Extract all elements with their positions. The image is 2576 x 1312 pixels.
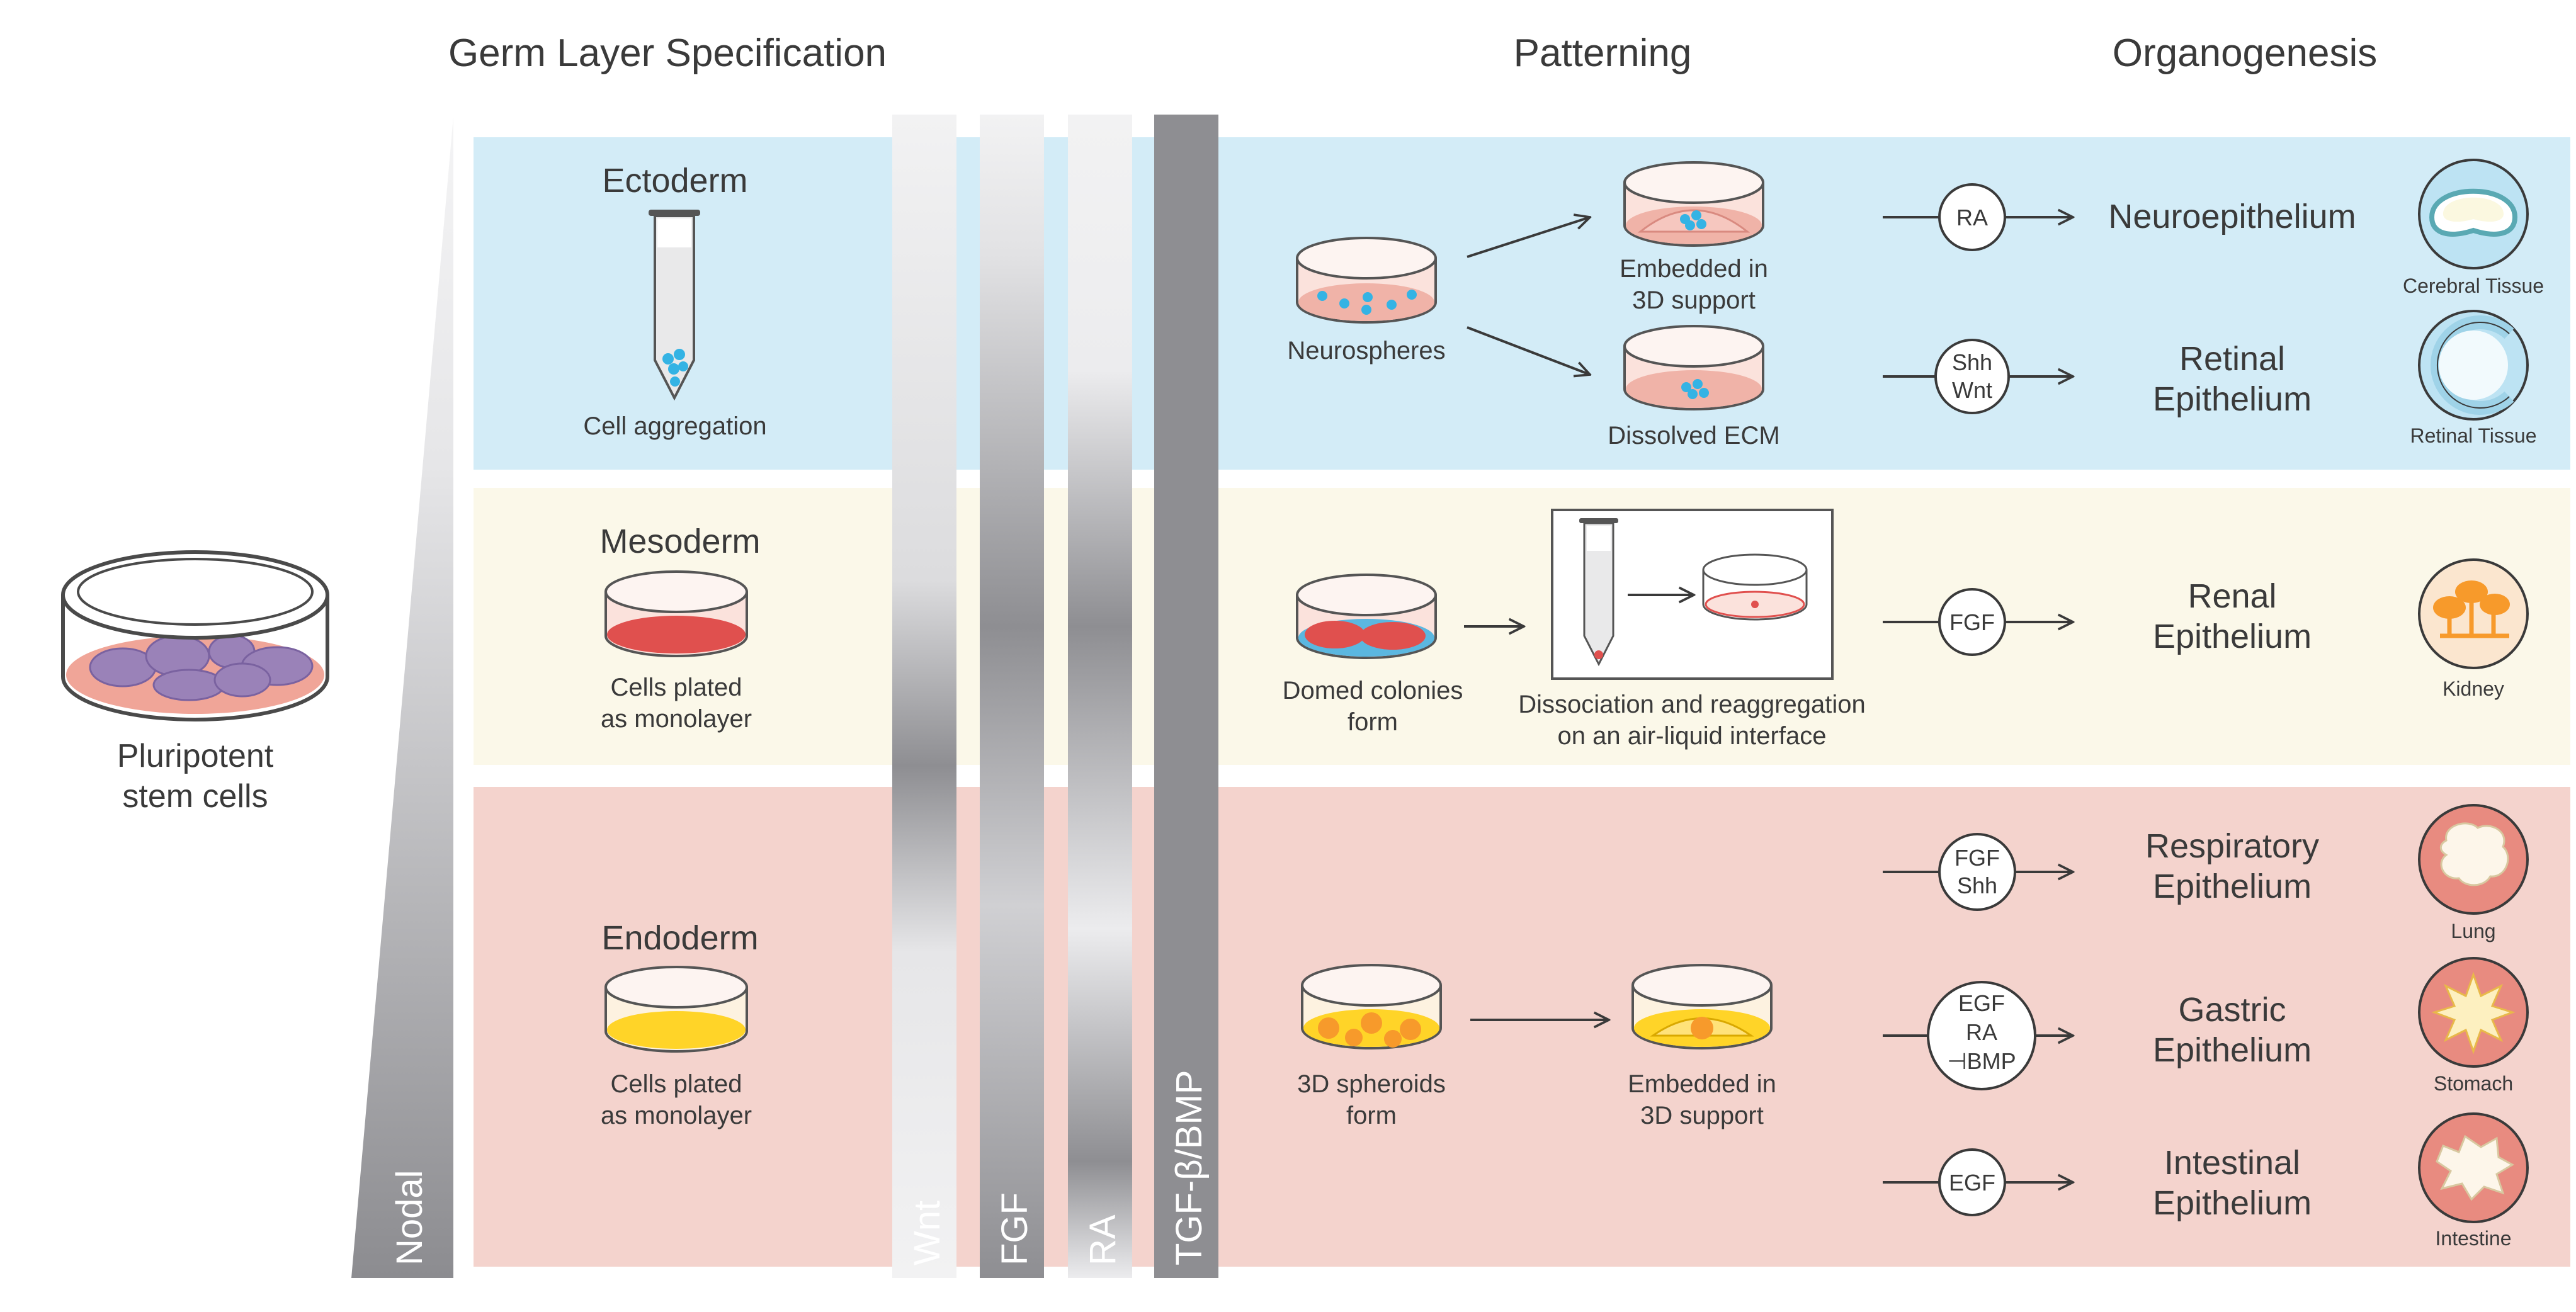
neuroepithelium-label: Neuroepithelium: [2108, 198, 2356, 235]
kidney-tissue-icon: [2418, 558, 2529, 669]
factor-egf-int-label: EGF: [1949, 1170, 1995, 1196]
neurospheres-dish-icon: [1296, 237, 1437, 324]
retinal-epithelium-line2: Epithelium: [2153, 380, 2312, 418]
factor-fgf-resp-label: FGF: [1955, 845, 2000, 871]
stomach-label: Stomach: [2434, 1072, 2513, 1095]
factor-ra-label: RA: [1956, 205, 1988, 230]
tgf-label: TGF-β/BMP: [1169, 1070, 1210, 1265]
respiratory-line1: Respiratory: [2145, 827, 2319, 865]
intestinal-line2: Epithelium: [2153, 1184, 2312, 1222]
renal-epithelium-line2: Epithelium: [2153, 618, 2312, 655]
fgf-gradient-bar: [980, 115, 1044, 1278]
endoderm-title: Endoderm: [601, 919, 758, 957]
spheroids-line1: 3D spheroids: [1297, 1070, 1446, 1098]
stomach-tissue-icon: [2418, 957, 2529, 1068]
wnt-gradient-bar: [892, 115, 956, 1278]
pluripotent-label-line1: Pluripotent: [117, 738, 274, 774]
domed-colonies-line2: form: [1348, 708, 1398, 736]
embedded-label-line1: Embedded in: [1620, 255, 1768, 283]
ra-label: RA: [1082, 1214, 1123, 1265]
endo-embedded-line1: Embedded in: [1628, 1070, 1776, 1098]
ectoderm-title: Ectoderm: [602, 162, 747, 200]
mesoderm-method-line2: as monolayer: [601, 705, 752, 733]
lung-label: Lung: [2451, 920, 2495, 942]
kidney-label: Kidney: [2443, 677, 2504, 700]
factor-ra-gas-label: RA: [1966, 1019, 1997, 1045]
factor-egf-gas-label: EGF: [1958, 990, 2005, 1016]
intestine-tissue-icon: [2418, 1112, 2529, 1223]
wnt-label: Wnt: [907, 1201, 948, 1265]
tgf-gradient-bar: [1154, 115, 1218, 1278]
cerebral-tissue-label: Cerebral Tissue: [2403, 274, 2544, 297]
pluripotent-dish-icon: [61, 550, 329, 721]
endoderm-method-line1: Cells plated: [610, 1070, 742, 1098]
dissolved-ecm-dish-icon: [1623, 325, 1764, 410]
respiratory-line2: Epithelium: [2153, 868, 2312, 905]
intestine-label: Intestine: [2436, 1227, 2512, 1250]
endo-embedded-line2: 3D support: [1640, 1102, 1764, 1129]
mesoderm-title: Mesoderm: [599, 523, 760, 560]
endoderm-monolayer-dish-icon: [604, 966, 748, 1053]
domed-colonies-dish-icon: [1296, 574, 1437, 659]
header-organogenesis: Organogenesis: [2113, 31, 2378, 75]
dissociation-line1: Dissociation and reaggregation: [1518, 691, 1865, 718]
endoderm-embedded-dish-icon: [1631, 964, 1773, 1049]
retinal-epithelium-line1: Retinal: [2179, 340, 2285, 378]
arrow-to-dissolved: [1467, 326, 1590, 375]
cerebral-tissue-icon: [2418, 159, 2529, 269]
header-germ-layer: Germ Layer Specification: [448, 31, 887, 75]
arrow-to-embedded: [1467, 217, 1590, 258]
gastric-line2: Epithelium: [2153, 1031, 2312, 1069]
domed-colonies-line1: Domed colonies: [1283, 677, 1463, 704]
endoderm-band: [474, 787, 2570, 1267]
spheroids-dish-icon: [1301, 964, 1442, 1049]
intestinal-line1: Intestinal: [2164, 1144, 2300, 1182]
embedded-dish-icon: [1623, 161, 1764, 247]
embedded-label-line2: 3D support: [1632, 286, 1756, 314]
dissociation-line2: on an air-liquid interface: [1558, 722, 1827, 750]
nodal-label: Nodal: [389, 1170, 430, 1265]
retinal-tissue-icon: [2418, 310, 2529, 421]
endoderm-method-line2: as monolayer: [601, 1102, 752, 1129]
falcon-tube-icon: [649, 210, 700, 401]
factor-shh-resp-label: Shh: [1957, 873, 1997, 898]
factor-shh-label: Shh: [1952, 349, 1992, 375]
header-patterning: Patterning: [1514, 31, 1692, 75]
renal-epithelium-line1: Renal: [2187, 577, 2276, 615]
neurospheres-label: Neurospheres: [1287, 337, 1445, 365]
ra-gradient-bar: [1068, 115, 1132, 1278]
gastric-line1: Gastric: [2178, 991, 2286, 1029]
ectoderm-band: [474, 137, 2570, 470]
fgf-label: FGF: [994, 1192, 1035, 1265]
mesoderm-monolayer-dish-icon: [604, 570, 748, 657]
retinal-tissue-label: Retinal Tissue: [2410, 424, 2537, 447]
factor-wnt-label: Wnt: [1952, 377, 1992, 403]
pluripotent-label-line2: stem cells: [122, 778, 268, 815]
mesoderm-method-line1: Cells plated: [610, 674, 742, 701]
spheroids-line2: form: [1346, 1102, 1397, 1129]
dissociation-box-icon: [1551, 509, 1834, 680]
ectoderm-method-label: Cell aggregation: [583, 412, 766, 440]
nodal-gradient-bar: [351, 116, 453, 1278]
lung-tissue-icon: [2418, 804, 2529, 915]
factor-bmp-gas-label: ⊣BMP: [1947, 1048, 2016, 1074]
dissolved-ecm-label: Dissolved ECM: [1608, 422, 1779, 450]
factor-fgf-label: FGF: [1949, 609, 1995, 635]
